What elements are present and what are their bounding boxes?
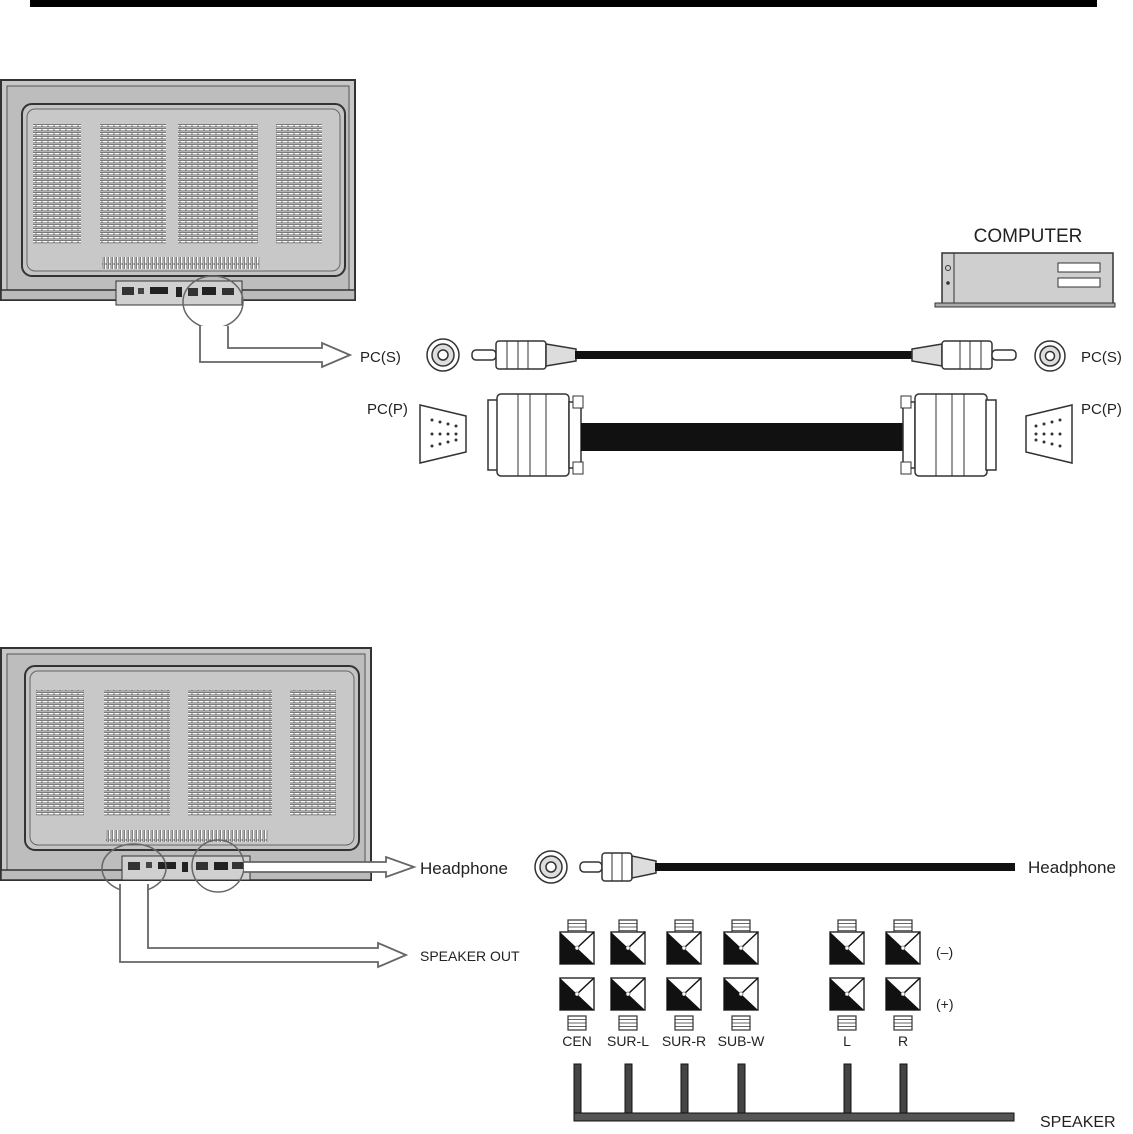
plus-label: (+) bbox=[936, 996, 954, 1012]
top-bar bbox=[30, 0, 1097, 7]
pc-p-label-right: PC(P) bbox=[1081, 401, 1122, 418]
pc-s-cable bbox=[472, 341, 1016, 369]
arrow-tv2-speaker bbox=[120, 884, 406, 967]
terminal-label-5: L bbox=[843, 1033, 851, 1049]
pc-p-port-left-icon bbox=[420, 405, 466, 463]
speaker-terminal-5[interactable]: L bbox=[830, 920, 864, 1049]
speaker-wire-4 bbox=[738, 1064, 745, 1118]
speaker-terminals: CEN SUR-L SUR-R SUB-W L R bbox=[560, 920, 920, 1049]
terminal-label-2: SUR-L bbox=[607, 1033, 649, 1049]
speaker-wire-1 bbox=[574, 1064, 581, 1118]
speaker-wires bbox=[574, 1064, 1014, 1121]
pc-p-port-right-icon bbox=[1026, 405, 1072, 463]
pc-s-label-right: PC(S) bbox=[1081, 349, 1122, 366]
tv-back-panel-top bbox=[1, 80, 355, 328]
arrow-tv1-pc bbox=[200, 326, 350, 367]
computer-icon bbox=[935, 253, 1115, 307]
minus-label: (–) bbox=[936, 944, 953, 960]
headphone-cable bbox=[580, 853, 1015, 881]
terminal-label-1: CEN bbox=[562, 1033, 592, 1049]
speaker-bus-wire bbox=[574, 1113, 1014, 1121]
speaker-terminal-3[interactable]: SUR-R bbox=[662, 920, 706, 1049]
speaker-terminal-6[interactable]: R bbox=[886, 920, 920, 1049]
speaker-wire-5 bbox=[844, 1064, 851, 1118]
terminal-label-4: SUB-W bbox=[718, 1033, 765, 1049]
speaker-terminal-1[interactable]: CEN bbox=[560, 920, 594, 1049]
headphone-jack-icon bbox=[535, 851, 567, 883]
headphone-label-right: Headphone bbox=[1028, 858, 1116, 877]
speaker-wire-6 bbox=[900, 1064, 907, 1118]
pc-s-jack-left-icon bbox=[427, 339, 459, 371]
pc-s-jack-right-icon bbox=[1035, 341, 1065, 371]
speaker-terminal-4[interactable]: SUB-W bbox=[718, 920, 765, 1049]
terminal-label-3: SUR-R bbox=[662, 1033, 706, 1049]
computer-label: COMPUTER bbox=[974, 226, 1083, 247]
headphone-label-left: Headphone bbox=[420, 859, 508, 878]
terminal-label-6: R bbox=[898, 1033, 908, 1049]
tv-back-panel-bottom bbox=[1, 648, 371, 892]
speaker-wire-3 bbox=[681, 1064, 688, 1118]
speaker-terminal-2[interactable]: SUR-L bbox=[607, 920, 649, 1049]
speaker-label: SPEAKER bbox=[1040, 1114, 1116, 1131]
pc-p-label-left: PC(P) bbox=[367, 401, 408, 418]
pc-s-label-left: PC(S) bbox=[360, 349, 401, 366]
speaker-wire-2 bbox=[625, 1064, 632, 1118]
pc-p-cable bbox=[488, 394, 996, 476]
speaker-out-label: SPEAKER OUT bbox=[420, 948, 520, 964]
